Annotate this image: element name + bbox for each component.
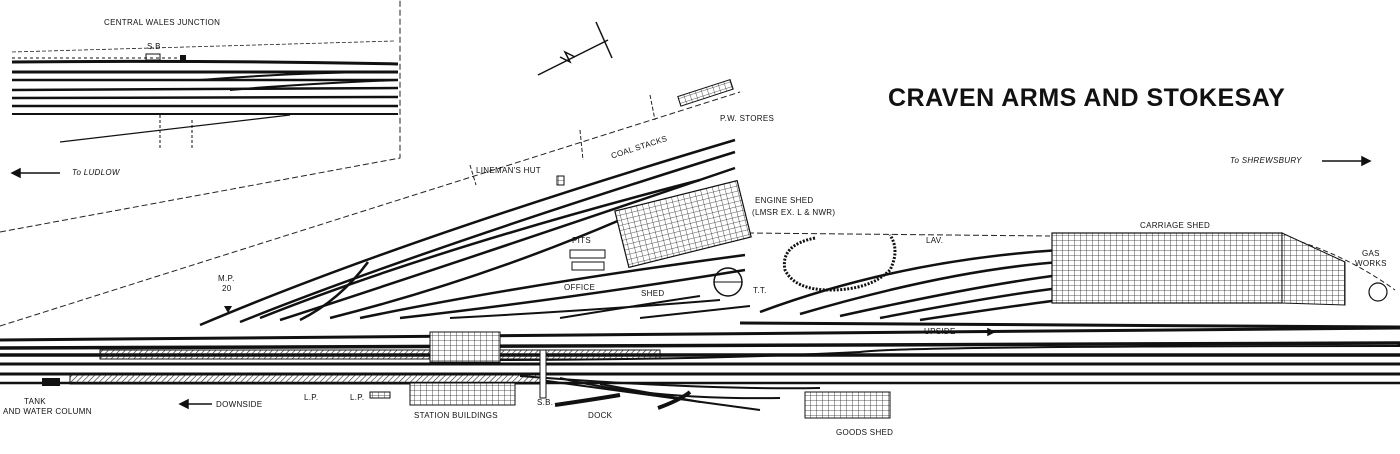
tank-label-2: AND WATER COLUMN: [3, 407, 92, 416]
main-tracks: [0, 321, 1400, 411]
pits-label: PITS: [572, 236, 591, 245]
milepost-label-2: 20: [222, 284, 232, 293]
upside-label: UPSIDE: [924, 327, 956, 336]
platform-up: [99, 349, 661, 360]
lav-label: LAV.: [926, 236, 944, 245]
dock-label: DOCK: [588, 411, 613, 420]
carriage-shed-label: CARRIAGE SHED: [1140, 221, 1211, 230]
gas-works-label-2: WORKS: [1355, 259, 1387, 268]
carriage-tracks: [759, 248, 1061, 322]
turntable-label: T.T.: [753, 286, 767, 295]
north-arrow-icon: [537, 21, 613, 76]
inset-title: CENTRAL WALES JUNCTION: [104, 18, 221, 27]
direction-arrows: [10, 155, 1372, 410]
to-ludlow-label: To LUDLOW: [72, 168, 120, 177]
pw-stores-label: P.W. STORES: [720, 114, 775, 123]
boundary-lines: [0, 91, 1396, 327]
inset-signal-box-label: S.B: [147, 42, 161, 51]
engine-shed-building: [614, 179, 752, 269]
office-label: OFFICE: [564, 283, 596, 292]
shed-label: SHED: [641, 289, 665, 298]
diagram-title: CRAVEN ARMS AND STOKESAY: [888, 84, 1286, 112]
station-buildings-label: STATION BUILDINGS: [414, 411, 498, 420]
tank-label-1: TANK: [24, 397, 46, 406]
carriage-shed-building: [1051, 232, 1283, 304]
yard-tracks: [199, 138, 751, 327]
goods-shed: [804, 391, 891, 419]
lamp-post-label-1: L.P.: [304, 393, 319, 402]
milepost-label-1: M.P.: [218, 274, 235, 283]
lamp-post-label-2: L.P.: [350, 393, 365, 402]
to-shrewsbury-label: To SHREWSBURY: [1230, 156, 1302, 165]
pw-stores-building: [677, 78, 734, 107]
gas-works-holder: [1368, 282, 1388, 302]
inset-central-wales-junction: [0, 0, 401, 233]
gas-works-label-1: GAS: [1362, 249, 1380, 258]
linemans-hut-label: LINEMAN'S HUT: [476, 166, 541, 175]
station-buildings: [409, 382, 516, 406]
engine-shed-label: ENGINE SHED: [755, 196, 814, 205]
signal-box-label: S.B.: [537, 398, 554, 407]
goods-shed-label: GOODS SHED: [836, 428, 894, 437]
buildings: [42, 78, 1388, 419]
coal-stack-curve: [782, 234, 897, 292]
engine-shed-note: (LMSR EX. L & NWR): [752, 208, 836, 217]
milepost-marker: [224, 306, 232, 313]
downside-label: DOWNSIDE: [216, 400, 263, 409]
